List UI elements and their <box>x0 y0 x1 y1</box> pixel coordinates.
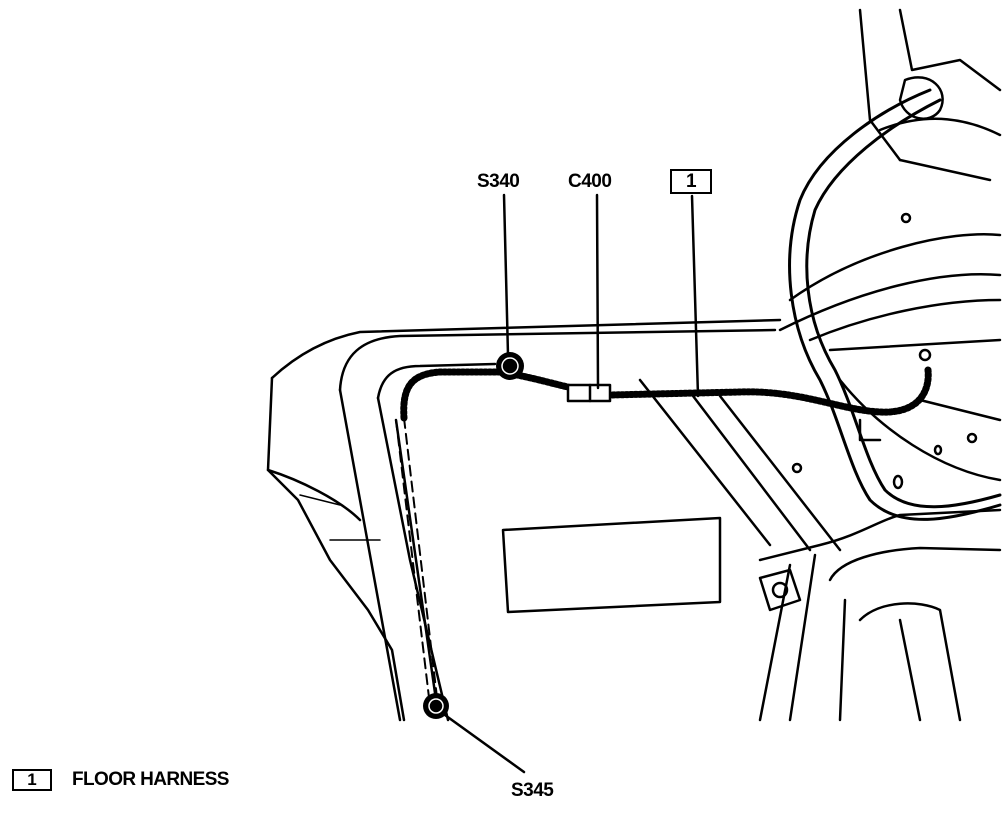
leader-c400 <box>595 193 600 390</box>
trunk-floor-2 <box>858 418 882 442</box>
harness-pillar <box>403 417 439 707</box>
upper-panel-3 <box>878 117 1002 137</box>
body-inner-curve <box>266 468 362 522</box>
splice-s345 <box>423 693 449 719</box>
trunk-floor-3 <box>918 398 1002 422</box>
label-c400: C400 <box>568 171 612 192</box>
splice-s340-ring <box>501 357 519 375</box>
trunk-floor-1 <box>838 378 1002 482</box>
body-outline-outer <box>270 318 782 380</box>
lower-structure-6 <box>858 602 962 722</box>
leader-s340 <box>502 193 510 357</box>
leader-item1 <box>690 194 700 398</box>
trunk-hole-4 <box>966 432 978 444</box>
lower-structure-3 <box>788 553 817 722</box>
trunk-hole-6 <box>918 348 932 362</box>
splice-s345-ring <box>428 698 444 714</box>
lamp-housing <box>898 76 944 120</box>
upper-harness-route <box>788 88 1002 521</box>
pillar-right-rail <box>376 396 450 722</box>
trunk-hole-5 <box>892 474 904 490</box>
pillar-outer-edge <box>338 328 777 392</box>
trunk-hole-3 <box>933 444 943 456</box>
brace-line-1 <box>638 378 772 547</box>
upper-harness-route-2 <box>805 98 1002 509</box>
harness-pillar-edge <box>395 419 431 707</box>
pillar-inner-edge <box>376 362 497 400</box>
bracket-hole <box>771 581 789 599</box>
brace-line-3 <box>718 394 842 552</box>
lower-structure-5 <box>838 598 847 722</box>
pillar-left-rail <box>338 388 402 722</box>
trunk-lid-1 <box>788 233 1002 302</box>
legend-key: 1 <box>12 769 52 791</box>
pillar-rail-inner <box>394 418 438 702</box>
leader-s345 <box>436 708 526 774</box>
upper-panel-4 <box>898 158 992 182</box>
legend-description: FLOOR HARNESS <box>72 769 229 790</box>
label-item-1: 1 <box>670 169 712 194</box>
legend: 1 FLOOR HARNESS <box>12 769 229 791</box>
trunk-hole-1 <box>791 462 803 474</box>
trunk-lid-4 <box>828 338 1002 352</box>
trim-panel-edge <box>299 494 341 506</box>
trunk-hole-2 <box>900 212 912 224</box>
trunk-lid-2 <box>778 273 1002 332</box>
lower-structure-4 <box>828 546 1002 582</box>
upper-panel-2 <box>898 8 1002 92</box>
label-s345: S345 <box>511 780 554 801</box>
brace-line-2 <box>688 390 812 552</box>
bracket <box>758 568 802 612</box>
harness-main-core <box>402 369 930 419</box>
panel-opening <box>501 516 722 614</box>
label-s340: S340 <box>477 171 520 192</box>
trunk-lid-3 <box>808 298 1002 342</box>
lower-structure-7 <box>898 618 922 722</box>
splice-s340 <box>496 352 524 380</box>
lower-structure-2 <box>758 563 792 722</box>
